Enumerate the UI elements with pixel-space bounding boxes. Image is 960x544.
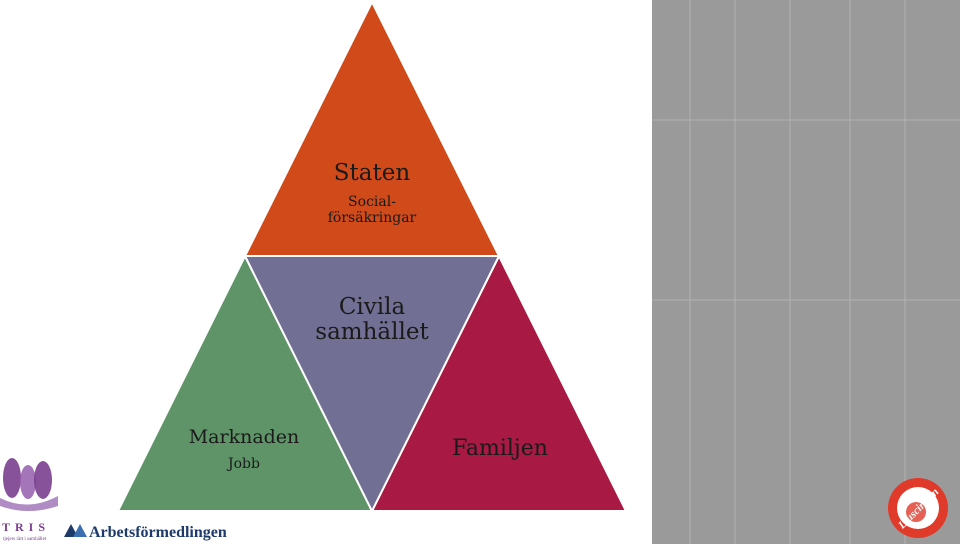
arbetsformedlingen-name: Arbetsförmedlingen xyxy=(89,524,227,541)
textured-side-panel xyxy=(652,0,960,544)
staten-subtitle-line1: Social- xyxy=(348,194,396,210)
liuscirkeln-logo: Liuscirkeln xyxy=(888,478,948,538)
tris-logo-name: TRIS xyxy=(2,520,50,534)
tris-logo-tagline: tjejers rätt i samhället xyxy=(3,537,47,542)
civila-title-line1: Civila xyxy=(339,294,406,320)
staten-subtitle-line2: försäkringar xyxy=(328,210,417,226)
civila-title-line2: samhället xyxy=(315,319,429,345)
staten-title: Staten xyxy=(334,160,411,186)
marknaden-title: Marknaden xyxy=(189,426,300,448)
arbetsformedlingen-logo: Arbetsförmedlingen xyxy=(64,524,227,541)
tris-logo: TRIS tjejers rätt i samhället xyxy=(0,458,58,542)
familjen-title: Familjen xyxy=(452,436,548,461)
marknaden-subtitle: Jobb xyxy=(226,456,260,472)
panel-texture xyxy=(652,0,960,544)
center-triangle-civila xyxy=(243,255,501,514)
